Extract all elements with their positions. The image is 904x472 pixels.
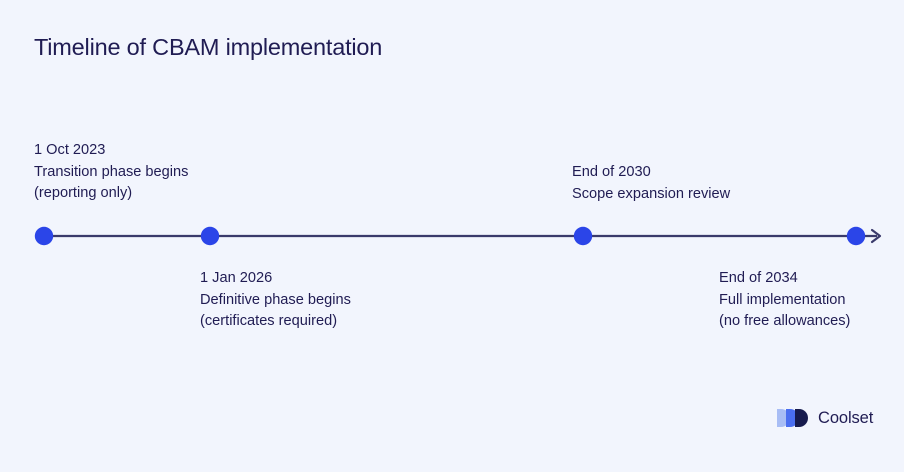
- timeline-dot-2[interactable]: [573, 226, 593, 246]
- milestone-label-1-jan-2026: 1 Jan 2026 Definitive phase begins (cert…: [200, 268, 351, 333]
- milestone-detail: (reporting only): [34, 185, 133, 201]
- coolset-logo-icon: [777, 409, 808, 427]
- timeline-dot-0[interactable]: [34, 226, 54, 246]
- timeline-axis: [34, 226, 882, 246]
- milestone-date: 1 Oct 2023: [34, 142, 106, 158]
- milestone-label-1-oct-2023: 1 Oct 2023 Transition phase begins (repo…: [34, 140, 188, 205]
- milestone-label-end-of-2030: End of 2030 Scope expansion review: [572, 162, 730, 205]
- timeline-dot-1[interactable]: [200, 226, 220, 246]
- milestone-title: Transition phase begins: [34, 163, 189, 180]
- milestone-title: Full implementation: [719, 291, 846, 308]
- milestone-date: End of 2034: [719, 270, 798, 286]
- brand-name: Coolset: [818, 408, 874, 427]
- milestone-title: Definitive phase begins: [200, 291, 351, 308]
- milestone-title: Scope expansion review: [572, 185, 731, 202]
- timeline-dot-3[interactable]: [846, 226, 866, 246]
- milestone-date: End of 2030: [572, 164, 651, 180]
- page-title: Timeline of CBAM implementation: [34, 34, 383, 60]
- milestone-label-end-of-2034: End of 2034 Full implementation (no free…: [719, 268, 850, 333]
- brand-logo: Coolset: [777, 408, 873, 428]
- milestone-date: 1 Jan 2026: [200, 270, 273, 286]
- milestone-detail: (certificates required): [200, 313, 338, 329]
- milestone-detail: (no free allowances): [719, 313, 851, 329]
- arrow-right-icon: [870, 228, 882, 244]
